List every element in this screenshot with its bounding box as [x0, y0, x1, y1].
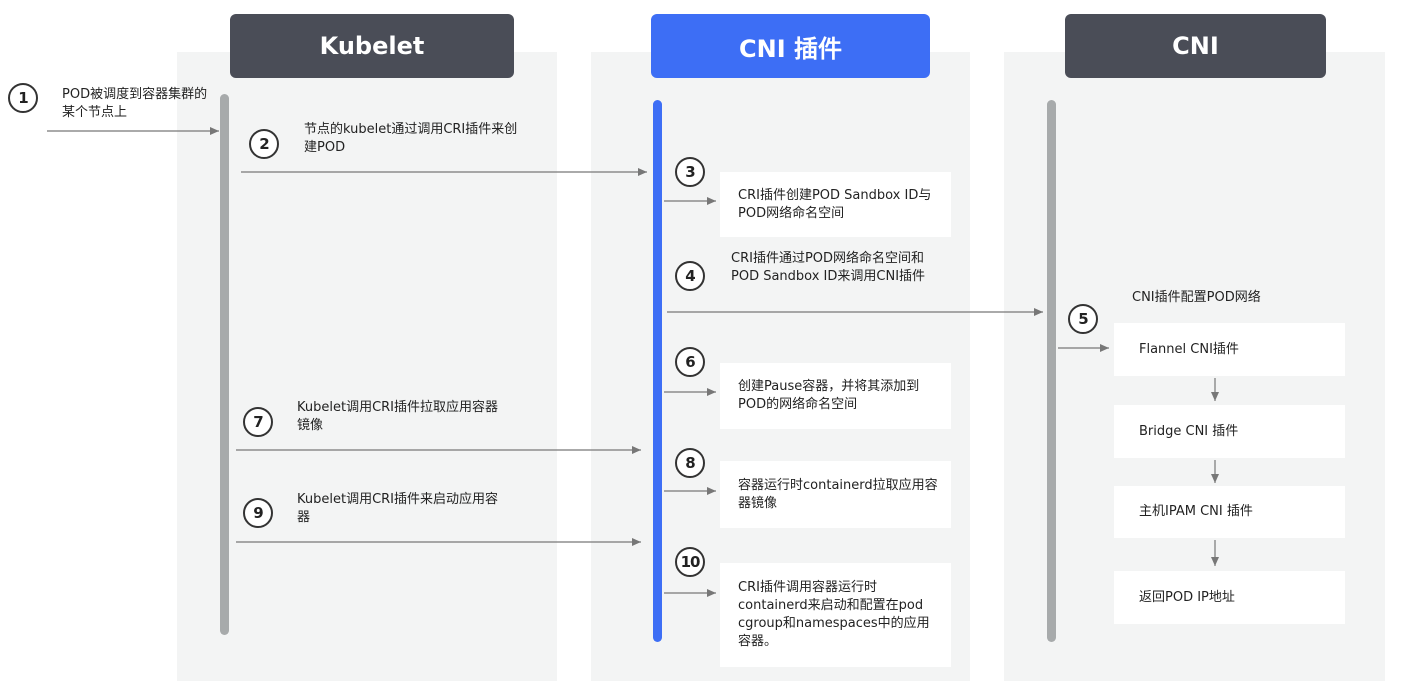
flannel-plugin-label: Flannel CNI插件 — [1139, 341, 1239, 357]
cni-lifeline — [1047, 100, 1056, 642]
step-6-marker: 6 — [675, 347, 705, 377]
step-1-marker: 1 — [8, 83, 38, 113]
kubelet-header: Kubelet — [230, 14, 514, 78]
bridge-plugin-box: Bridge CNI 插件 — [1114, 405, 1345, 458]
step-4-marker: 4 — [675, 261, 705, 291]
step-2-label: 节点的kubelet通过调用CRI插件来创建POD — [304, 122, 518, 155]
step-2-marker: 2 — [249, 129, 279, 159]
step-6-box: 创建Pause容器，并将其添加到POD的网络命名空间 — [720, 363, 951, 429]
step-1-label: POD被调度到容器集群的某个节点上 — [62, 87, 208, 120]
ipam-plugin-box: 主机IPAM CNI 插件 — [1114, 486, 1345, 538]
step-3-marker: 3 — [675, 157, 705, 187]
return-pod-ip-box: 返回POD IP地址 — [1114, 571, 1345, 624]
step-9-label: Kubelet调用CRI插件来启动应用容器 — [297, 492, 499, 525]
return-pod-ip-label: 返回POD IP地址 — [1139, 589, 1235, 605]
step-4-label: CRI插件通过POD网络命名空间和POD Sandbox ID来调用CNI插件 — [731, 251, 926, 284]
step-5-label: CNI插件配置POD网络 — [1132, 290, 1261, 305]
step-10-label: CRI插件调用容器运行时containerd来启动和配置在pod cgroup和… — [738, 580, 930, 649]
ipam-plugin-label: 主机IPAM CNI 插件 — [1139, 504, 1253, 519]
flannel-plugin-box: Flannel CNI插件 — [1114, 323, 1345, 376]
bridge-plugin-label: Bridge CNI 插件 — [1139, 423, 1239, 439]
step-3-label: CRI插件创建POD Sandbox ID与POD网络命名空间 — [738, 187, 932, 221]
kubelet-lifeline — [220, 94, 229, 635]
step-10-box: CRI插件调用容器运行时containerd来启动和配置在pod cgroup和… — [720, 563, 951, 667]
step-5-marker: 5 — [1068, 304, 1098, 334]
step-9-marker: 9 — [243, 498, 273, 528]
cni-plugin-lifeline — [653, 100, 662, 642]
step-3-box: CRI插件创建POD Sandbox ID与POD网络命名空间 — [720, 172, 951, 237]
step-8-box: 容器运行时containerd拉取应用容器镜像 — [720, 461, 951, 528]
kubelet-lane — [177, 52, 557, 681]
step-10-marker: 10 — [675, 547, 705, 577]
step-7-marker: 7 — [243, 407, 273, 437]
step-7-label: Kubelet调用CRI插件拉取应用容器镜像 — [297, 400, 499, 433]
step-8-marker: 8 — [675, 448, 705, 478]
cni-header: CNI — [1065, 14, 1326, 78]
cni-plugin-header: CNI 插件 — [651, 14, 930, 78]
step-8-label: 容器运行时containerd拉取应用容器镜像 — [738, 477, 938, 511]
step-6-label: 创建Pause容器，并将其添加到POD的网络命名空间 — [738, 379, 920, 412]
